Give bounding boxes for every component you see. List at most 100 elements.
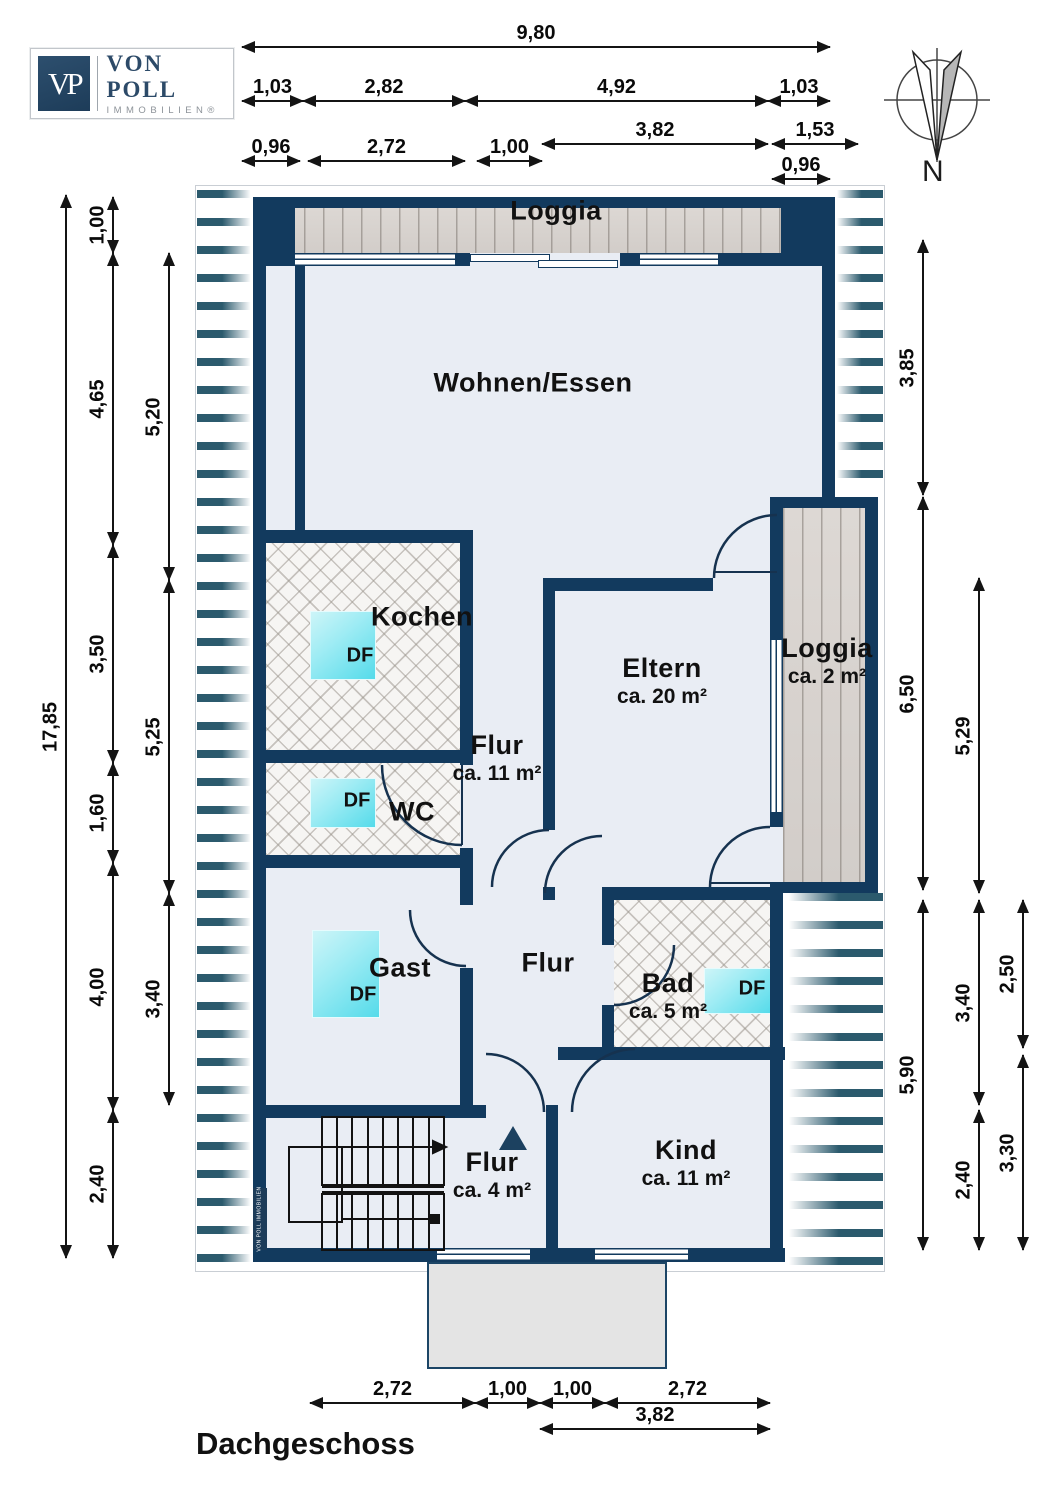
window bbox=[640, 253, 718, 266]
vp-monogram-icon: VP bbox=[38, 56, 90, 111]
entrance-arrow-icon bbox=[499, 1126, 527, 1150]
door-arc-gast bbox=[408, 909, 467, 968]
stair-treads bbox=[336, 1117, 430, 1250]
dimension: 6,50 bbox=[897, 496, 929, 891]
vonpoll-watermark: VON POLL IMMOBILIEN bbox=[253, 1186, 267, 1252]
dimension: 3,30 bbox=[997, 1054, 1029, 1251]
wall bbox=[602, 1005, 614, 1053]
window bbox=[295, 253, 455, 266]
dimension: 0,96 bbox=[241, 136, 301, 167]
dimension-value: 1,00 bbox=[553, 1378, 592, 1400]
dimension-value: 3,50 bbox=[86, 634, 109, 674]
door-arc-flur4-left bbox=[485, 1052, 546, 1113]
wall bbox=[253, 750, 470, 763]
dimension-value: 2,40 bbox=[952, 1160, 975, 1200]
room-area: ca. 4 m² bbox=[452, 1179, 532, 1202]
dimension-value: 4,65 bbox=[86, 379, 109, 419]
door-arc-wc bbox=[380, 764, 463, 847]
wall bbox=[253, 253, 295, 266]
roof-window-kochen bbox=[310, 611, 376, 680]
dimension-value: 2,82 bbox=[364, 76, 404, 98]
door-arc-eltern-loggia bbox=[708, 825, 771, 888]
wall bbox=[253, 197, 833, 208]
staircase bbox=[288, 1116, 449, 1251]
dimension: 5,29 bbox=[953, 577, 985, 894]
wall bbox=[455, 253, 470, 266]
wall bbox=[822, 197, 835, 497]
stair-direction-arrowhead bbox=[432, 1139, 449, 1155]
room-area: ca. 11 m² bbox=[452, 762, 542, 785]
dimension-value: 2,72 bbox=[373, 1378, 412, 1400]
room-area: ca. 11 m² bbox=[641, 1167, 731, 1190]
roof-window-label: DF bbox=[343, 789, 371, 812]
room-label: Wohnen/Essen bbox=[433, 368, 632, 399]
dimension: 1,03 bbox=[767, 76, 831, 107]
dimension: 4,92 bbox=[464, 76, 769, 107]
dimension-value: 3,30 bbox=[996, 1133, 1019, 1172]
dimension: 1,00 bbox=[87, 196, 119, 254]
door-arc-flur-eltern-right bbox=[543, 834, 603, 894]
door-arc-eltern-entry bbox=[712, 513, 778, 579]
logo-subtitle: IMMOBILIEN® bbox=[106, 105, 219, 116]
door-arc-bad bbox=[613, 944, 676, 1007]
dimension-value: 3,40 bbox=[142, 979, 165, 1019]
dimension-value: 5,25 bbox=[142, 717, 165, 756]
dimension: 0,96 bbox=[771, 154, 831, 185]
dimension-value: 5,20 bbox=[142, 397, 165, 436]
dimension: 5,20 bbox=[143, 252, 175, 581]
dimension-value: 1,00 bbox=[488, 1378, 527, 1400]
room-area: ca. 2 m² bbox=[787, 665, 867, 688]
wall bbox=[543, 578, 555, 830]
door-arc-flur-eltern-left bbox=[490, 828, 550, 888]
dimension-value: 2,50 bbox=[996, 954, 1019, 994]
dimension: 5,25 bbox=[143, 579, 175, 894]
terrace bbox=[427, 1262, 667, 1369]
wall bbox=[253, 197, 295, 253]
dimension: 3,40 bbox=[953, 899, 985, 1106]
dimension: 9,80 bbox=[241, 22, 831, 53]
vonpoll-logo: VP VON POLL IMMOBILIEN® bbox=[30, 48, 234, 119]
wall bbox=[865, 497, 878, 893]
loggia-top-deck bbox=[266, 205, 822, 253]
wall bbox=[253, 530, 470, 543]
dimension-value: 5,90 bbox=[896, 1055, 919, 1095]
wall bbox=[530, 1248, 595, 1262]
roof-window-wc bbox=[310, 778, 376, 828]
room-name: Flur bbox=[465, 1147, 519, 1177]
sliding-door-leaf bbox=[538, 260, 618, 268]
wall bbox=[770, 885, 783, 1257]
roof-window-label: DF bbox=[346, 644, 374, 667]
dimension-value: 6,50 bbox=[896, 674, 919, 713]
wall bbox=[770, 497, 783, 640]
wall bbox=[770, 882, 878, 893]
roof-window-gast bbox=[312, 930, 380, 1018]
wall bbox=[781, 197, 833, 253]
window bbox=[595, 1248, 688, 1262]
logo-divider bbox=[96, 56, 98, 111]
room-label: Flur bbox=[522, 948, 575, 979]
sliding-door-leaf bbox=[470, 254, 550, 262]
dimension-value: 3,85 bbox=[896, 348, 919, 387]
dimension-value: 1,03 bbox=[253, 76, 292, 98]
wall bbox=[253, 197, 266, 1260]
dimension: 5,90 bbox=[897, 899, 929, 1251]
wall bbox=[543, 578, 713, 591]
compass-icon bbox=[884, 48, 990, 162]
dimension: 2,72 bbox=[604, 1378, 771, 1409]
room-name: Loggia bbox=[510, 195, 602, 226]
room-name: Flur bbox=[521, 947, 575, 978]
wall bbox=[770, 812, 783, 827]
dimension-value: 3,82 bbox=[635, 119, 675, 141]
dimension-value: 1,60 bbox=[86, 793, 109, 833]
room-label: Kochen bbox=[371, 602, 473, 633]
wall bbox=[460, 968, 473, 1118]
door-arc-kind bbox=[570, 1047, 636, 1113]
dimension-value: 1,53 bbox=[795, 119, 835, 141]
wall bbox=[546, 1105, 558, 1255]
wall bbox=[253, 1105, 486, 1118]
